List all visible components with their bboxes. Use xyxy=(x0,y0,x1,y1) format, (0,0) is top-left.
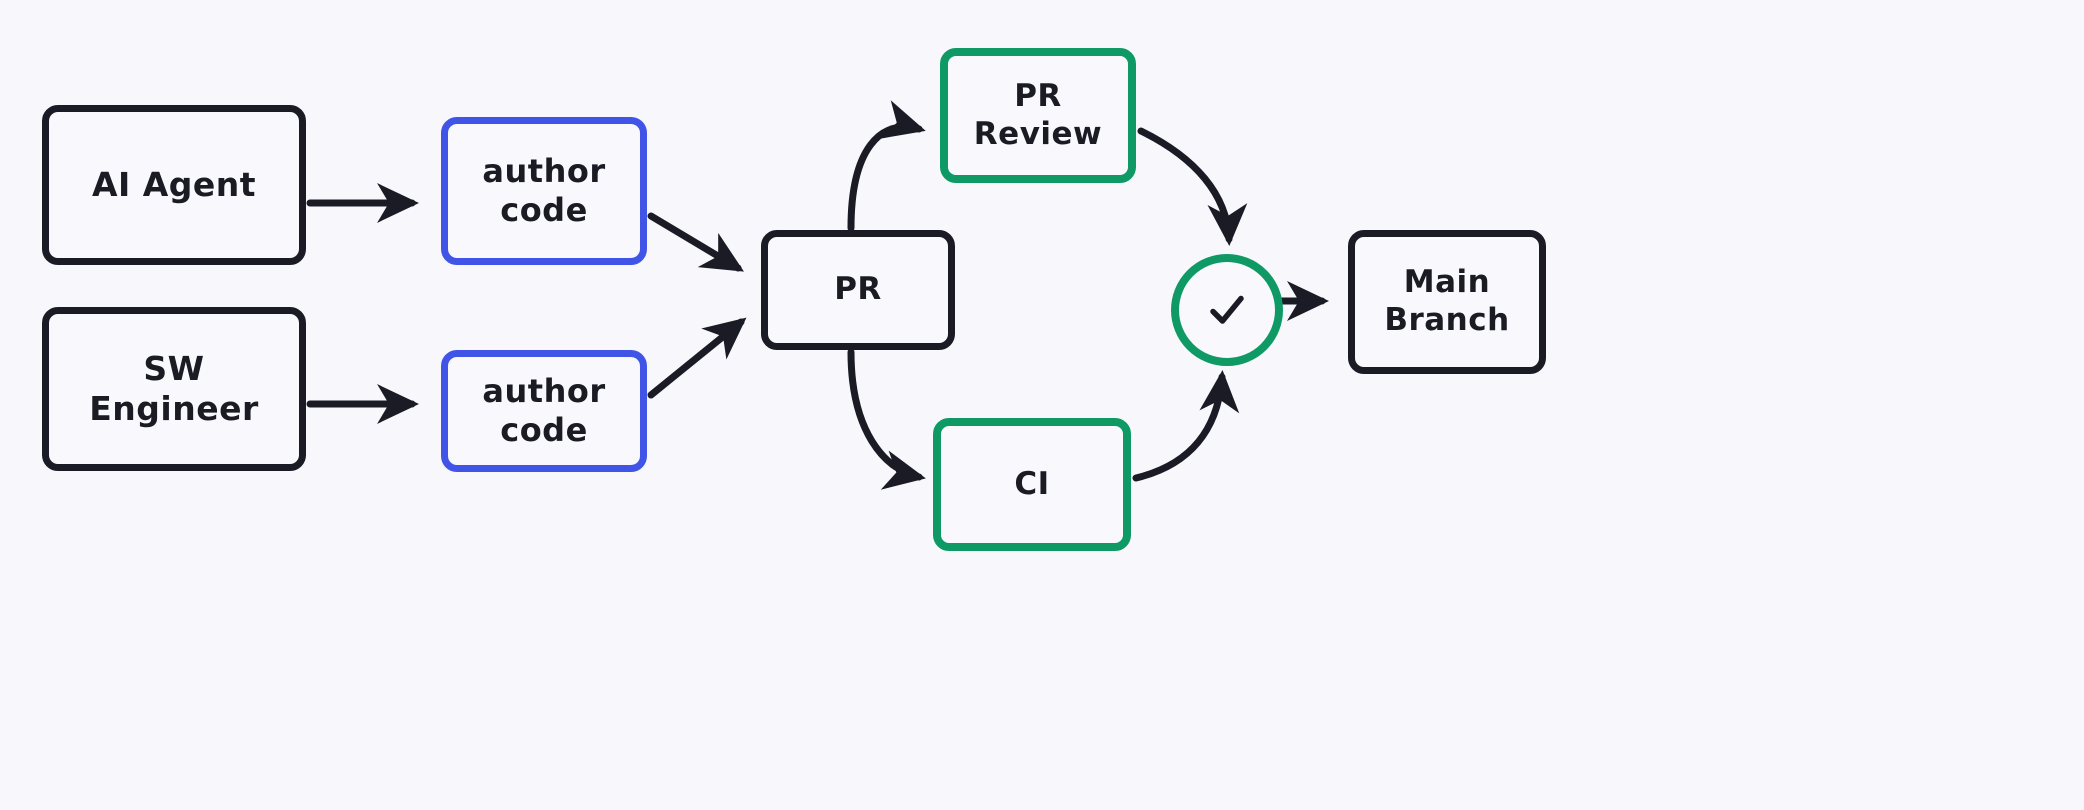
node-author-code-agent[interactable]: author code xyxy=(441,117,647,265)
edge-pr-to-pr-review xyxy=(847,100,926,232)
check-icon[interactable] xyxy=(1171,254,1283,366)
node-pr-label: PR xyxy=(834,271,882,308)
edge-author-code-to-pr-upper xyxy=(647,212,745,272)
node-main-branch[interactable]: Main Branch xyxy=(1348,230,1546,374)
node-ci-label: CI xyxy=(1014,465,1050,502)
edge-pr-review-to-check xyxy=(1137,127,1248,246)
node-sw-engineer[interactable]: SW Engineer xyxy=(42,307,306,471)
node-author-code-engineer-label: author code xyxy=(482,371,606,449)
node-main-branch-label: Main Branch xyxy=(1384,264,1510,338)
node-pr[interactable]: PR xyxy=(761,230,955,350)
node-ci[interactable]: CI xyxy=(933,418,1131,551)
node-ai-agent[interactable]: AI Agent xyxy=(42,105,306,265)
edge-pr-to-ci xyxy=(847,348,926,490)
node-author-code-engineer[interactable]: author code xyxy=(441,350,647,472)
edge-author-code-to-pr-lower xyxy=(647,317,747,399)
node-ai-agent-label: AI Agent xyxy=(91,164,257,204)
checkmark-glyph xyxy=(1210,295,1244,324)
edge-ci-to-check xyxy=(1132,370,1240,482)
node-author-code-agent-label: author code xyxy=(482,151,606,229)
node-pr-review[interactable]: PR Review xyxy=(940,48,1136,183)
node-sw-engineer-label: SW Engineer xyxy=(89,348,259,428)
node-pr-review-label: PR Review xyxy=(973,77,1103,152)
